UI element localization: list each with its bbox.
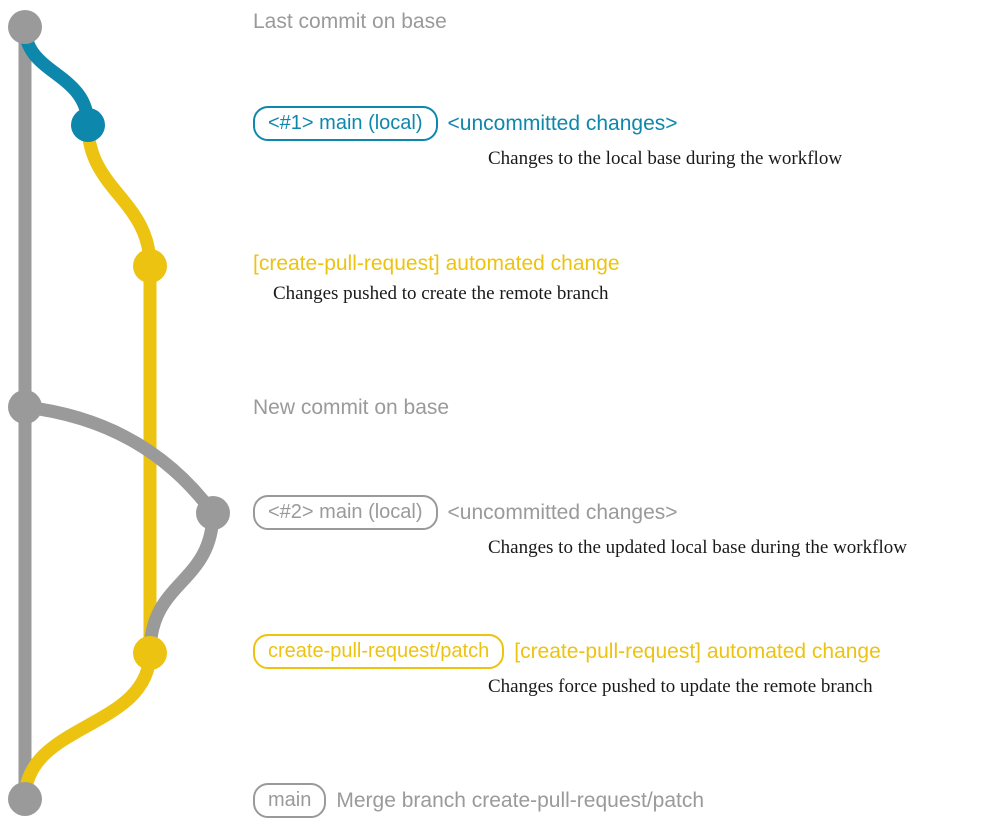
commit-row: Last commit on base — [253, 10, 981, 34]
commit-subject: [create-pull-request] automated change — [514, 639, 881, 663]
commit-row: main Merge branch create-pull-request/pa… — [253, 783, 981, 818]
ref-badge-create-pull-request-patch[interactable]: create-pull-request/patch — [253, 634, 505, 669]
ref-badge-main-local-2[interactable]: <#2> main (local) — [253, 495, 438, 530]
commit-row: <#1> main (local) <uncommitted changes> … — [253, 106, 981, 170]
commit-row-main: New commit on base — [253, 396, 981, 420]
commit-note: Changes pushed to create the remote bran… — [273, 283, 609, 304]
commit-subject: <uncommitted changes> — [447, 111, 678, 135]
ref-badge-main-local-1[interactable]: <#1> main (local) — [253, 106, 438, 141]
commit-row: create-pull-request/patch [create-pull-r… — [253, 634, 981, 698]
commit-note: Changes to the updated local base during… — [488, 537, 907, 558]
commit-row-main: Last commit on base — [253, 10, 981, 34]
commit-row-main: <#2> main (local) <uncommitted changes> — [253, 495, 981, 530]
node-last-commit-on-base[interactable] — [8, 10, 42, 44]
commit-row: New commit on base — [253, 396, 981, 420]
commit-row-main: <#1> main (local) <uncommitted changes> — [253, 106, 981, 141]
commit-row-main: create-pull-request/patch [create-pull-r… — [253, 634, 981, 669]
edge-base2-to-local2 — [18, 400, 220, 520]
commit-subject: [create-pull-request] automated change — [253, 252, 620, 275]
commit-subject: <uncommitted changes> — [447, 500, 678, 524]
commit-subject: New commit on base — [253, 396, 450, 419]
commit-subject: Merge branch create-pull-request/patch — [336, 788, 705, 812]
node-new-commit-on-base[interactable] — [8, 390, 42, 424]
edge-local1-to-patch1 — [81, 118, 157, 273]
ref-badge-main[interactable]: main — [253, 783, 327, 818]
edge-patch2-to-merge — [18, 646, 157, 806]
node-local-commit-1[interactable] — [71, 108, 105, 142]
commit-note: Changes force pushed to update the remot… — [488, 676, 873, 697]
commit-subject: Last commit on base — [253, 10, 447, 33]
commit-note: Changes to the local base during the wor… — [488, 148, 843, 169]
node-patch-commit-2[interactable] — [133, 636, 167, 670]
commit-row-main: [create-pull-request] automated change — [253, 252, 981, 276]
edge-local2-to-patch2 — [143, 506, 220, 660]
commit-row-main: main Merge branch create-pull-request/pa… — [253, 783, 981, 818]
node-patch-commit-1[interactable] — [133, 249, 167, 283]
node-merge-commit[interactable] — [8, 782, 42, 816]
commit-row: <#2> main (local) <uncommitted changes> … — [253, 495, 981, 559]
node-local-commit-2[interactable] — [196, 496, 230, 530]
commit-row: [create-pull-request] automated change C… — [253, 252, 981, 305]
